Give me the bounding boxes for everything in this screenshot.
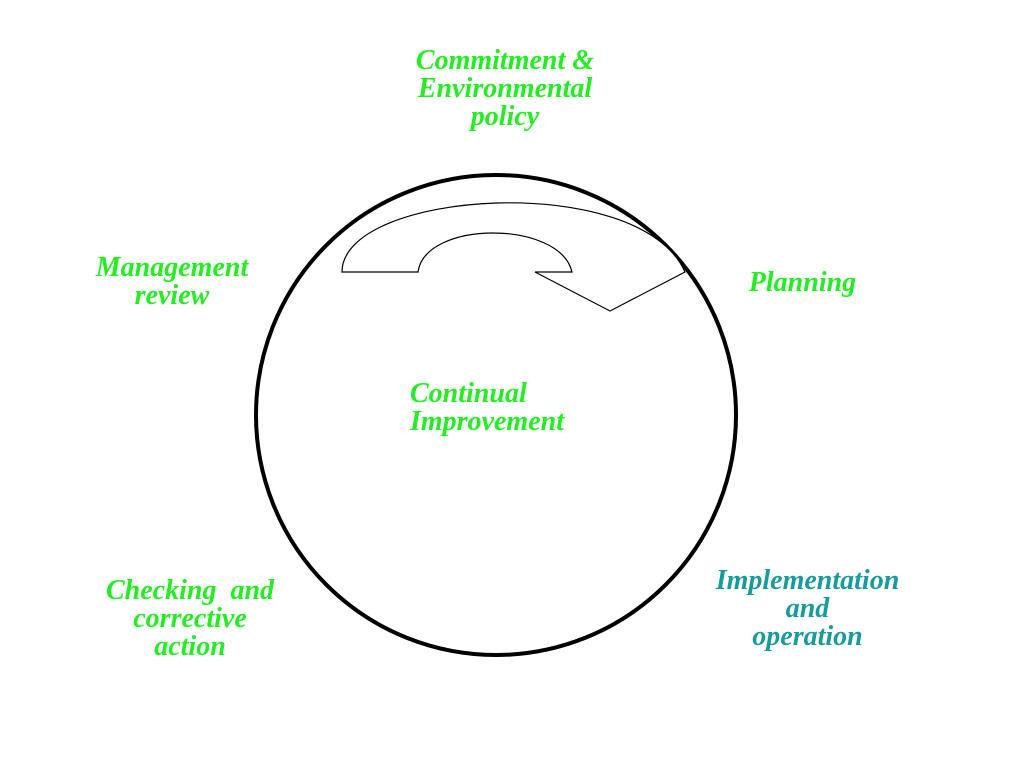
stage-planning-label: Planning [748, 267, 857, 298]
stage-management-review-label: Management review [95, 252, 249, 311]
curved-arrow-icon [341, 202, 686, 312]
stage-implementation-label: Implementation and operation [715, 565, 900, 652]
stage-checking-label: Checking and corrective action [105, 575, 275, 662]
center-continual-improvement-label: Continual Improvement [410, 378, 564, 437]
cycle-circle [254, 173, 738, 657]
stage-commitment-label: Commitment & Environmental policy [415, 45, 595, 132]
